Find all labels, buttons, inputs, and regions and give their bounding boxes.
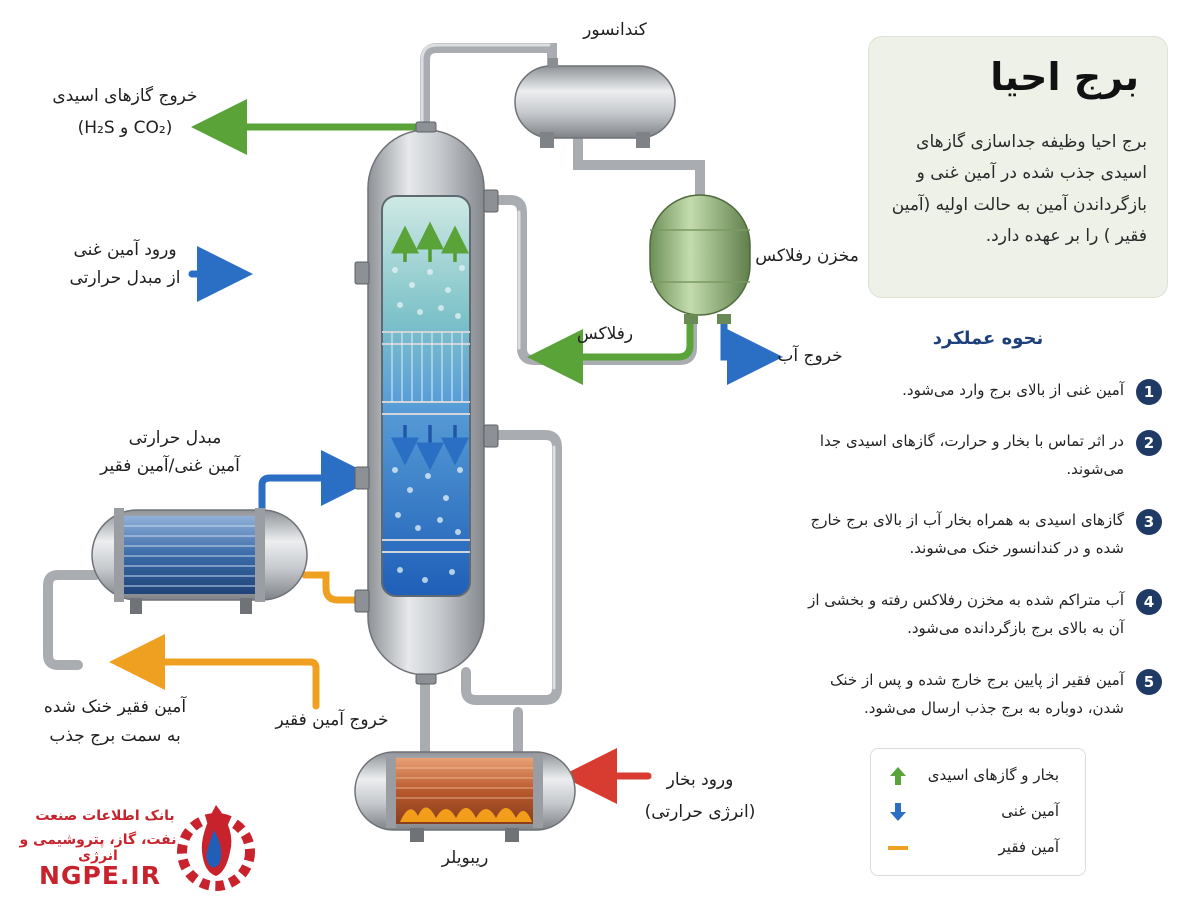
legend: بخار و گازهای اسیدی آمین غنی آمین فقیر [870,748,1086,876]
legend-label: بخار و گازهای اسیدی [927,766,1059,784]
reflux-label: رفلاکس [576,324,634,344]
water-out-line [720,314,783,385]
cooled-lean-amine-dest-label: به سمت برج جذب [49,726,181,746]
blue-down-arrow-icon [890,803,906,821]
condenser-label: کندانسور [583,20,647,40]
flow-lines [109,99,783,804]
reflux-line [527,314,694,385]
water-out-label: خروج آب [777,346,843,366]
ngpe-logo [177,805,255,891]
legend-row-rich-amine: آمین غنی [883,799,1059,825]
lean-amine-out-label: خروج آمین فقیر [275,710,389,730]
steam-energy-label: (انرژی حرارتی) [644,802,756,822]
legend-label: آمین فقیر [998,838,1059,856]
step-number: 2 [1136,430,1162,456]
lean-amine-to-hx-line [301,571,372,604]
step-text: آمین فقیر از پایین برج خارج شده و پس از … [829,671,1124,717]
rich-amine-source-label: از مبدل حرارتی [69,268,181,288]
steam-in-label: ورود بخار [666,770,734,790]
vapor-up-arrows [391,221,469,262]
amine-down-arrows [391,425,469,471]
lean-amine-out-line [109,634,320,710]
condenser [514,58,676,148]
heat-exchanger [91,508,308,614]
brand-website[interactable]: NGPE.IR [39,861,161,890]
pipe-highlight [420,43,556,690]
info-description: برج احیا وظیفه جداسازی گازهای اسیدی جذب … [891,132,1147,247]
step-number: 4 [1136,589,1162,615]
info-title: برج احیا [990,55,1139,99]
info-box: برج احیا برج احیا وظیفه جداسازی گازهای ا… [868,36,1168,298]
step-number: 3 [1136,509,1162,535]
brand-line-2: نفت، گاز، پتروشیمی و انرژی [19,832,177,864]
operation-title: نحوه عملکرد [932,328,1044,349]
step-number: 5 [1136,669,1162,695]
step-number: 1 [1136,379,1162,405]
reflux-drum-label: مخزن رفلاکس [755,246,859,266]
cooled-lean-amine-label: آمین فقیر خنک شده [43,697,187,717]
rich-amine-from-hx-line [258,450,377,512]
legend-label: آمین غنی [1001,802,1059,820]
step-text: در اثر تماس با بخار و حرارت، گازهای اسید… [819,432,1124,478]
regeneration-column [354,121,499,685]
reflux-drum [649,194,751,324]
reboiler [354,751,576,842]
flame-icon [400,807,532,822]
step-text: آب متراکم شده به مخزن رفلاکس رفته و بخشی… [808,591,1124,637]
legend-row-vapor: بخار و گازهای اسیدی [883,763,1059,789]
heat-exchanger-sub-label: آمین غنی/آمین فقیر [100,456,240,476]
steel-piping [43,43,705,757]
step-text: آمین غنی از بالای برج وارد می‌شود. [902,381,1124,399]
green-up-arrow-icon [890,767,906,785]
orange-line-icon [888,846,908,850]
acid-gas-out-label: خروج گازهای اسیدی [52,86,198,106]
heat-exchanger-label: مبدل حرارتی [128,428,222,448]
step-text: گازهای اسیدی به همراه بخار آب از بالای ب… [810,511,1124,557]
legend-row-lean-amine: آمین فقیر [883,835,1059,861]
brand-line-1: بانک اطلاعات صنعت [35,808,175,824]
reboiler-label: ریبویلر [441,848,489,868]
rich-amine-in-label: ورود آمین غنی [73,240,177,260]
acid-gas-formula-label: (H₂S و CO₂) [77,118,173,138]
